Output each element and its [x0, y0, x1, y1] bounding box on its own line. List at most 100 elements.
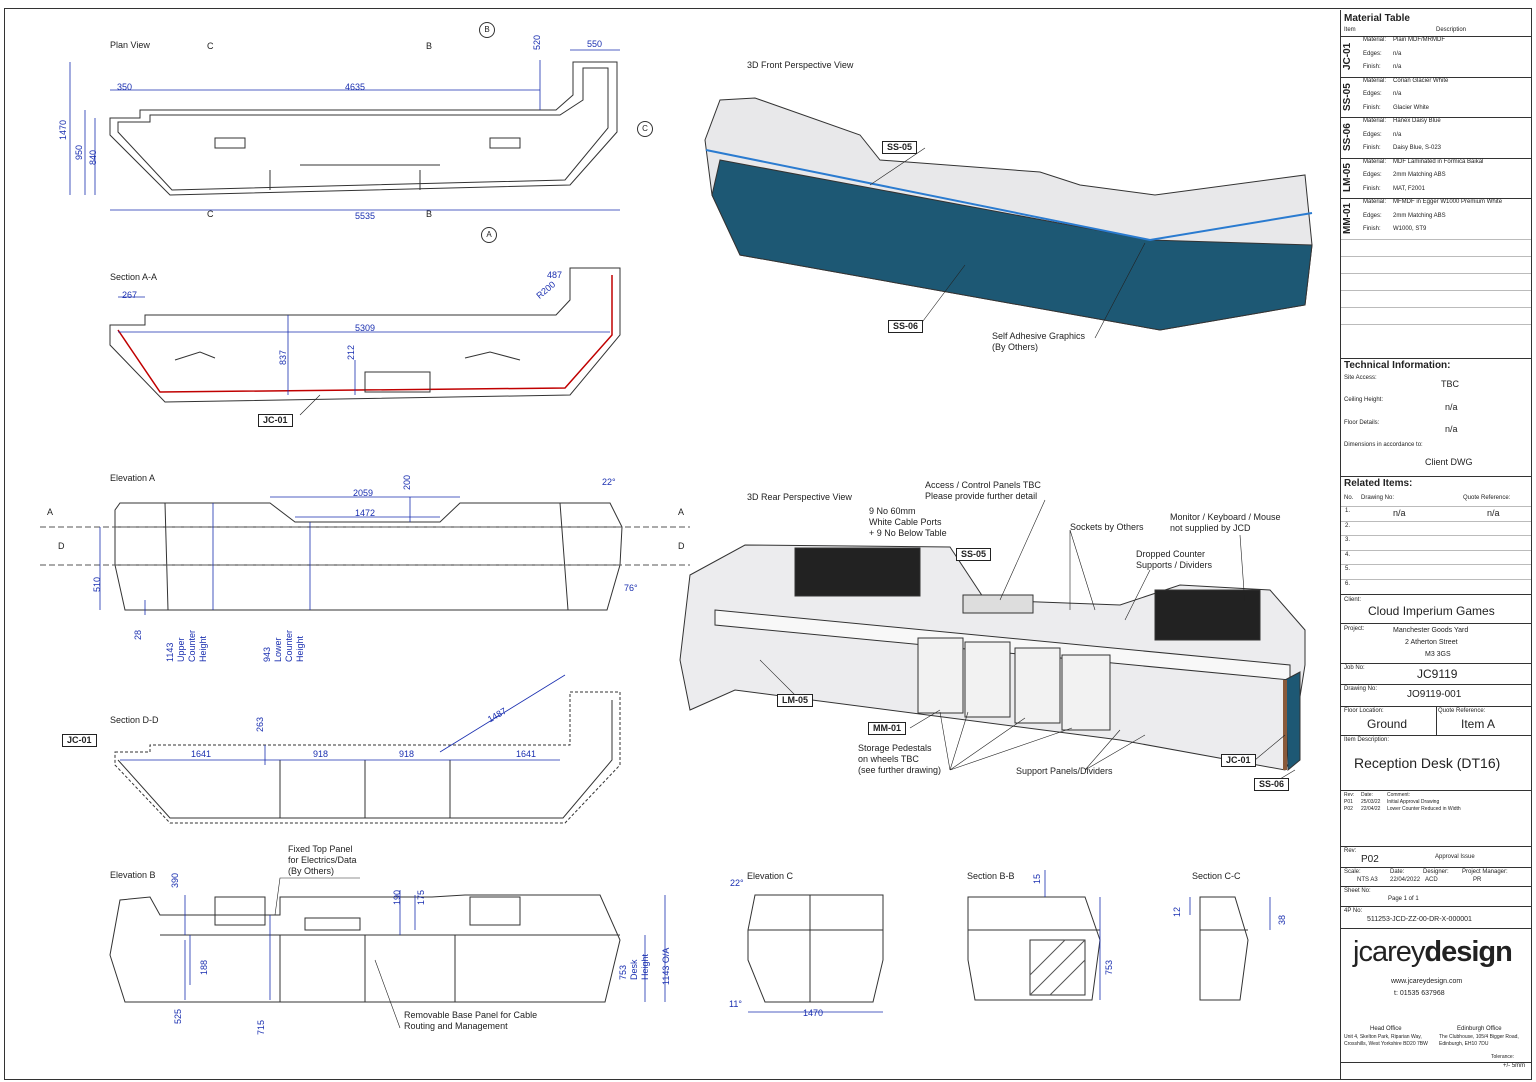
dim-ea-28: 28: [133, 629, 143, 640]
related-cell: 4.: [1345, 551, 1351, 558]
note-sockets: Sockets by Others: [1070, 522, 1144, 532]
dim-plan-350: 350: [117, 82, 133, 92]
project-line-2: 2 Atherton Street: [1405, 639, 1458, 646]
revision-header-cell: Rev:: [1344, 792, 1355, 798]
material-field-value: Glacier White: [1393, 104, 1430, 111]
dim-sbb-15: 15: [1032, 873, 1042, 884]
elevation-c-outline: [747, 894, 884, 1003]
revision-cell: Initial Approval Drawing: [1387, 799, 1440, 805]
site-access-value: TBC: [1441, 379, 1459, 389]
project-label: Project:: [1344, 626, 1365, 632]
material-empty-row: [1341, 323, 1531, 325]
marker-c: C: [637, 121, 653, 137]
view-title-section-cc: Section C-C: [1192, 871, 1241, 881]
related-row-divider: [1341, 549, 1531, 551]
related-cell: 6.: [1345, 580, 1351, 587]
col-description: Description: [1436, 27, 1467, 33]
dim-plan-520: 520: [532, 34, 542, 50]
note-monitor: Monitor / Keyboard / Mouse not supplied …: [1170, 512, 1281, 533]
marker-b-bottom: B: [426, 209, 433, 219]
material-field-label: Edges:: [1363, 91, 1382, 97]
dim-eb-715: 715: [256, 1019, 266, 1035]
sheet-label: Sheet No:: [1344, 888, 1371, 894]
material-field-value: n/a: [1393, 64, 1402, 70]
dim-ea-510: 510: [92, 576, 102, 592]
material-row-divider: [1341, 36, 1531, 37]
material-field-label: Edges:: [1363, 131, 1382, 138]
dim-ec-1470: 1470: [803, 1008, 824, 1018]
view-title-section-dd: Section D-D: [110, 715, 159, 725]
related-cell: 3.: [1345, 537, 1351, 543]
tolerance-label: Tolerance:: [1491, 1054, 1515, 1060]
edinburgh-office-title: Edinburgh Office: [1457, 1026, 1502, 1032]
drawing-no-label: Drawing No:: [1344, 686, 1378, 692]
note-support-panels: Support Panels/Dividers: [1016, 766, 1113, 776]
material-row-divider: [1341, 157, 1531, 159]
company-website[interactable]: www.jcareydesign.com: [1391, 978, 1463, 985]
view-title-elevation-c: Elevation C: [747, 871, 794, 881]
rel-col-quote: Quote Reference:: [1463, 495, 1511, 501]
dim-plan-4635: 4635: [345, 82, 366, 92]
dim-eb-525: 525: [173, 1008, 183, 1024]
marker-b-top: B: [426, 41, 433, 51]
marker-d-right: D: [678, 541, 685, 551]
related-row-divider: [1341, 578, 1531, 580]
scale-label: Scale:: [1344, 869, 1361, 875]
note-dropped-counter: Dropped Counter Supports / Dividers: [1136, 549, 1213, 570]
drawing-no-value: JO9119-001: [1407, 689, 1462, 700]
date-value: 22/04/2022: [1390, 877, 1421, 883]
material-field-value: Daisy Blue, S-023: [1393, 145, 1442, 151]
logo-jcarey: jcarey: [1353, 936, 1425, 968]
tag-jc01: JC-01: [1221, 754, 1256, 767]
dim-eb-753: 753 Desk Height: [618, 953, 650, 980]
marker-a-left: A: [47, 507, 54, 517]
drawing-frame: [4, 8, 1532, 1080]
dim-ec-22: 22°: [730, 878, 744, 888]
material-field-label: Finish:: [1363, 104, 1381, 111]
date-label: Date:: [1390, 869, 1405, 875]
dim-plan-1470: 1470: [58, 119, 68, 140]
job-value: JC9119: [1417, 667, 1458, 681]
revision-cell: Lower Counter Reduced in Width: [1387, 806, 1461, 812]
client-value: Cloud Imperium Games: [1368, 604, 1495, 618]
dim-sdd-263: 263: [255, 716, 265, 732]
section-dd-outline: [114, 691, 621, 824]
dims-accordance-value: Client DWG: [1425, 457, 1473, 467]
dim-ea-943: 943 Lower Counter Height: [262, 629, 305, 662]
material-field-value: n/a: [1393, 50, 1402, 57]
view-title-front-3d: 3D Front Perspective View: [747, 60, 854, 70]
material-field-value: W1000, ST9: [1393, 226, 1427, 232]
col-item: Item: [1344, 27, 1356, 33]
revision-header-cell: Comment:: [1387, 792, 1411, 798]
dim-ea-2059: 2059: [353, 488, 374, 498]
dim-sbb-753: 753: [1104, 959, 1114, 975]
logo-design: design: [1424, 936, 1512, 968]
tag-lm05: LM-05: [777, 694, 814, 707]
job-label: Job No:: [1344, 665, 1365, 671]
dim-sdd-1641a: 1641: [191, 749, 212, 759]
section-aa-outline: [109, 267, 621, 403]
tag-jc01: JC-01: [62, 734, 97, 747]
section-cc-outline: [1199, 896, 1249, 1001]
dim-saa-837: 837: [278, 349, 288, 365]
material-field-label: Finish:: [1363, 185, 1381, 192]
material-code: SS-06: [1342, 123, 1353, 151]
material-field-value: MFMDF in Egger W1000 Premium White: [1393, 199, 1503, 205]
dim-saa-5309: 5309: [355, 323, 376, 333]
material-code: LM-05: [1342, 163, 1353, 192]
marker-b: B: [479, 22, 495, 38]
material-field-label: Edges:: [1363, 50, 1382, 57]
material-field-label: Material:: [1363, 118, 1387, 124]
dim-scc-38: 38: [1277, 914, 1287, 925]
related-row-divider: [1341, 506, 1531, 507]
elevation-b-outline: [109, 894, 621, 1003]
material-empty-row: [1341, 238, 1531, 240]
site-access-label: Site Access:: [1344, 375, 1377, 381]
project-line-1: Manchester Goods Yard: [1393, 627, 1469, 634]
company-phone: t: 01535 637968: [1394, 990, 1445, 997]
company-logo: jcareydesign: [1353, 936, 1513, 969]
dim-eb-390: 390: [170, 872, 180, 888]
dim-eb-175: 175: [416, 889, 426, 905]
material-field-label: Finish:: [1363, 226, 1381, 232]
